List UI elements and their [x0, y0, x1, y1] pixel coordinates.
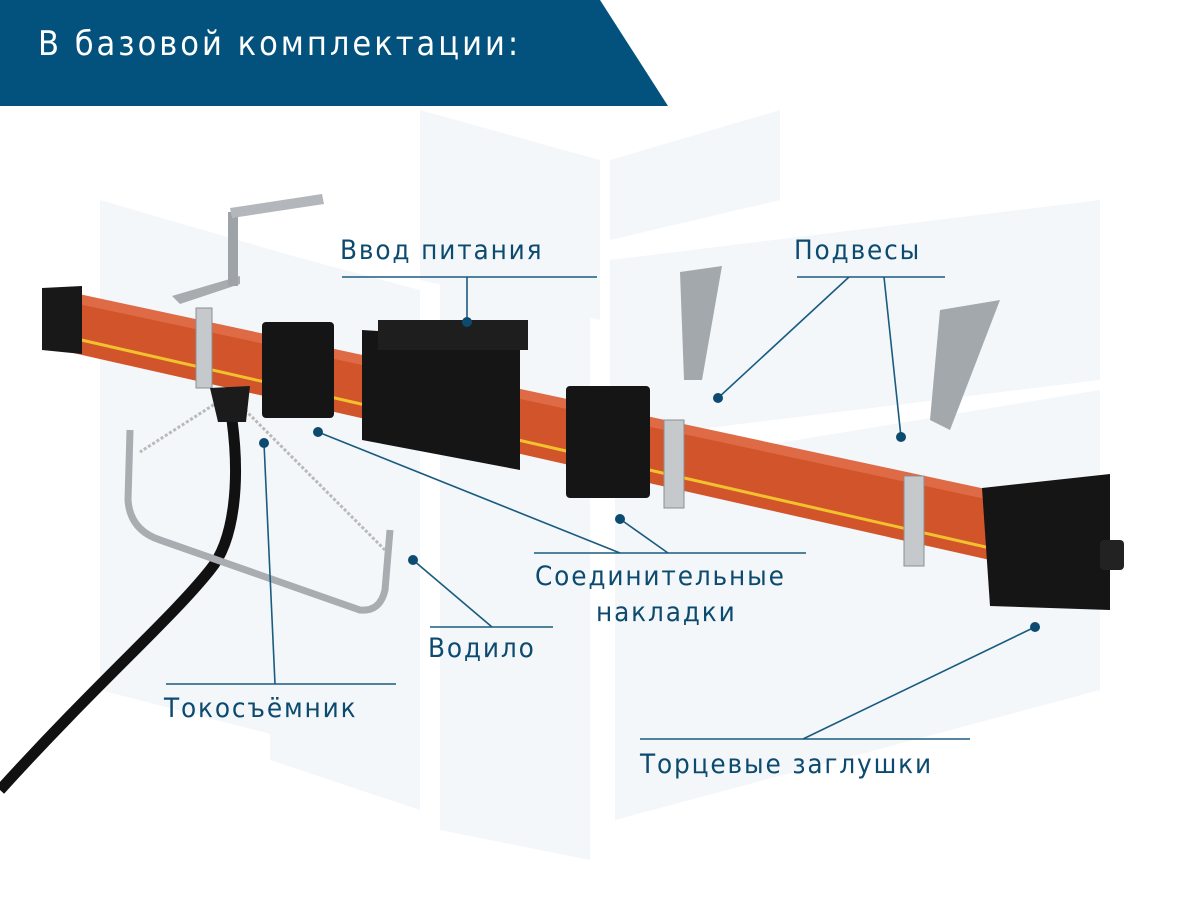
left-end-cap: [42, 286, 82, 354]
callout-dot-end-caps: [1030, 622, 1040, 632]
connector-cover-1: [262, 322, 334, 418]
callout-hangers: Подвесы: [794, 235, 922, 266]
callout-connector-covers-line1: Соединительные: [535, 561, 786, 592]
callout-dot-connector-2: [615, 514, 625, 524]
power-feed-box: [362, 330, 520, 470]
rail-stripe: [63, 334, 991, 550]
callout-power-feed: Ввод питания: [340, 235, 544, 266]
callout-dot-power-feed: [462, 317, 472, 327]
callout-current-collector: Токосъёмник: [164, 693, 358, 724]
header-banner: [0, 0, 668, 106]
power-cable: [0, 419, 241, 794]
tow-arm: [124, 429, 394, 614]
connector-cover-2: [566, 386, 650, 498]
current-collector-body: [210, 386, 250, 422]
callout-end-caps: Торцевые заглушки: [640, 749, 933, 780]
callout-connector-covers-line2: накладки: [596, 597, 737, 628]
callout-dot-hanger-1: [713, 393, 723, 403]
callout-dot-tow-arm: [408, 555, 418, 565]
page-title: В базовой комплектации:: [38, 24, 522, 64]
callout-dot-collector: [259, 438, 269, 448]
callout-dot-hanger-2: [896, 432, 906, 442]
callout-dot-connector-1: [313, 427, 323, 437]
callout-tow-arm: Водило: [428, 633, 536, 664]
right-end-cap: [982, 474, 1110, 610]
